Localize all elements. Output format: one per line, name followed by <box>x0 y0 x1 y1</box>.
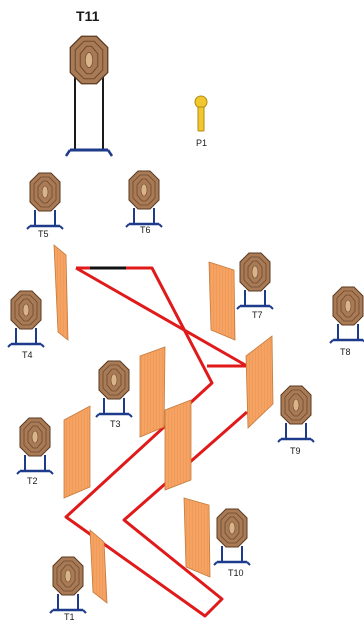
label-t10: T10 <box>228 568 244 578</box>
label-t6: T6 <box>140 225 151 235</box>
target-t6 <box>124 170 164 229</box>
popper-p1 <box>194 95 208 132</box>
wall-6 <box>164 399 192 491</box>
wall-8 <box>89 529 108 604</box>
label-t8: T8 <box>340 347 351 357</box>
target-t11 <box>64 35 114 157</box>
target-t3 <box>94 360 134 419</box>
walls <box>53 244 274 604</box>
label-t1: T1 <box>64 612 75 622</box>
wall-5 <box>63 405 91 499</box>
target-t2 <box>15 417 55 476</box>
wall-4 <box>139 346 166 438</box>
target-t5 <box>25 172 65 231</box>
target-t4 <box>6 290 46 349</box>
target-t9 <box>276 385 316 444</box>
label-t7: T7 <box>252 310 263 320</box>
label-t9: T9 <box>290 446 301 456</box>
label-t5: T5 <box>38 229 49 239</box>
label-t2: T2 <box>27 476 38 486</box>
wall-1 <box>53 244 69 341</box>
target-t8 <box>328 286 364 345</box>
label-p1: P1 <box>196 138 207 148</box>
wall-7 <box>183 497 211 578</box>
label-t4: T4 <box>22 350 33 360</box>
label-t11: T11 <box>76 8 100 24</box>
wall-3 <box>245 335 274 429</box>
fault-line-upper <box>64 266 248 618</box>
target-t1 <box>48 556 88 615</box>
target-t7 <box>235 252 275 311</box>
target-t10 <box>212 508 252 567</box>
wall-2 <box>208 261 236 341</box>
label-t3: T3 <box>110 419 121 429</box>
